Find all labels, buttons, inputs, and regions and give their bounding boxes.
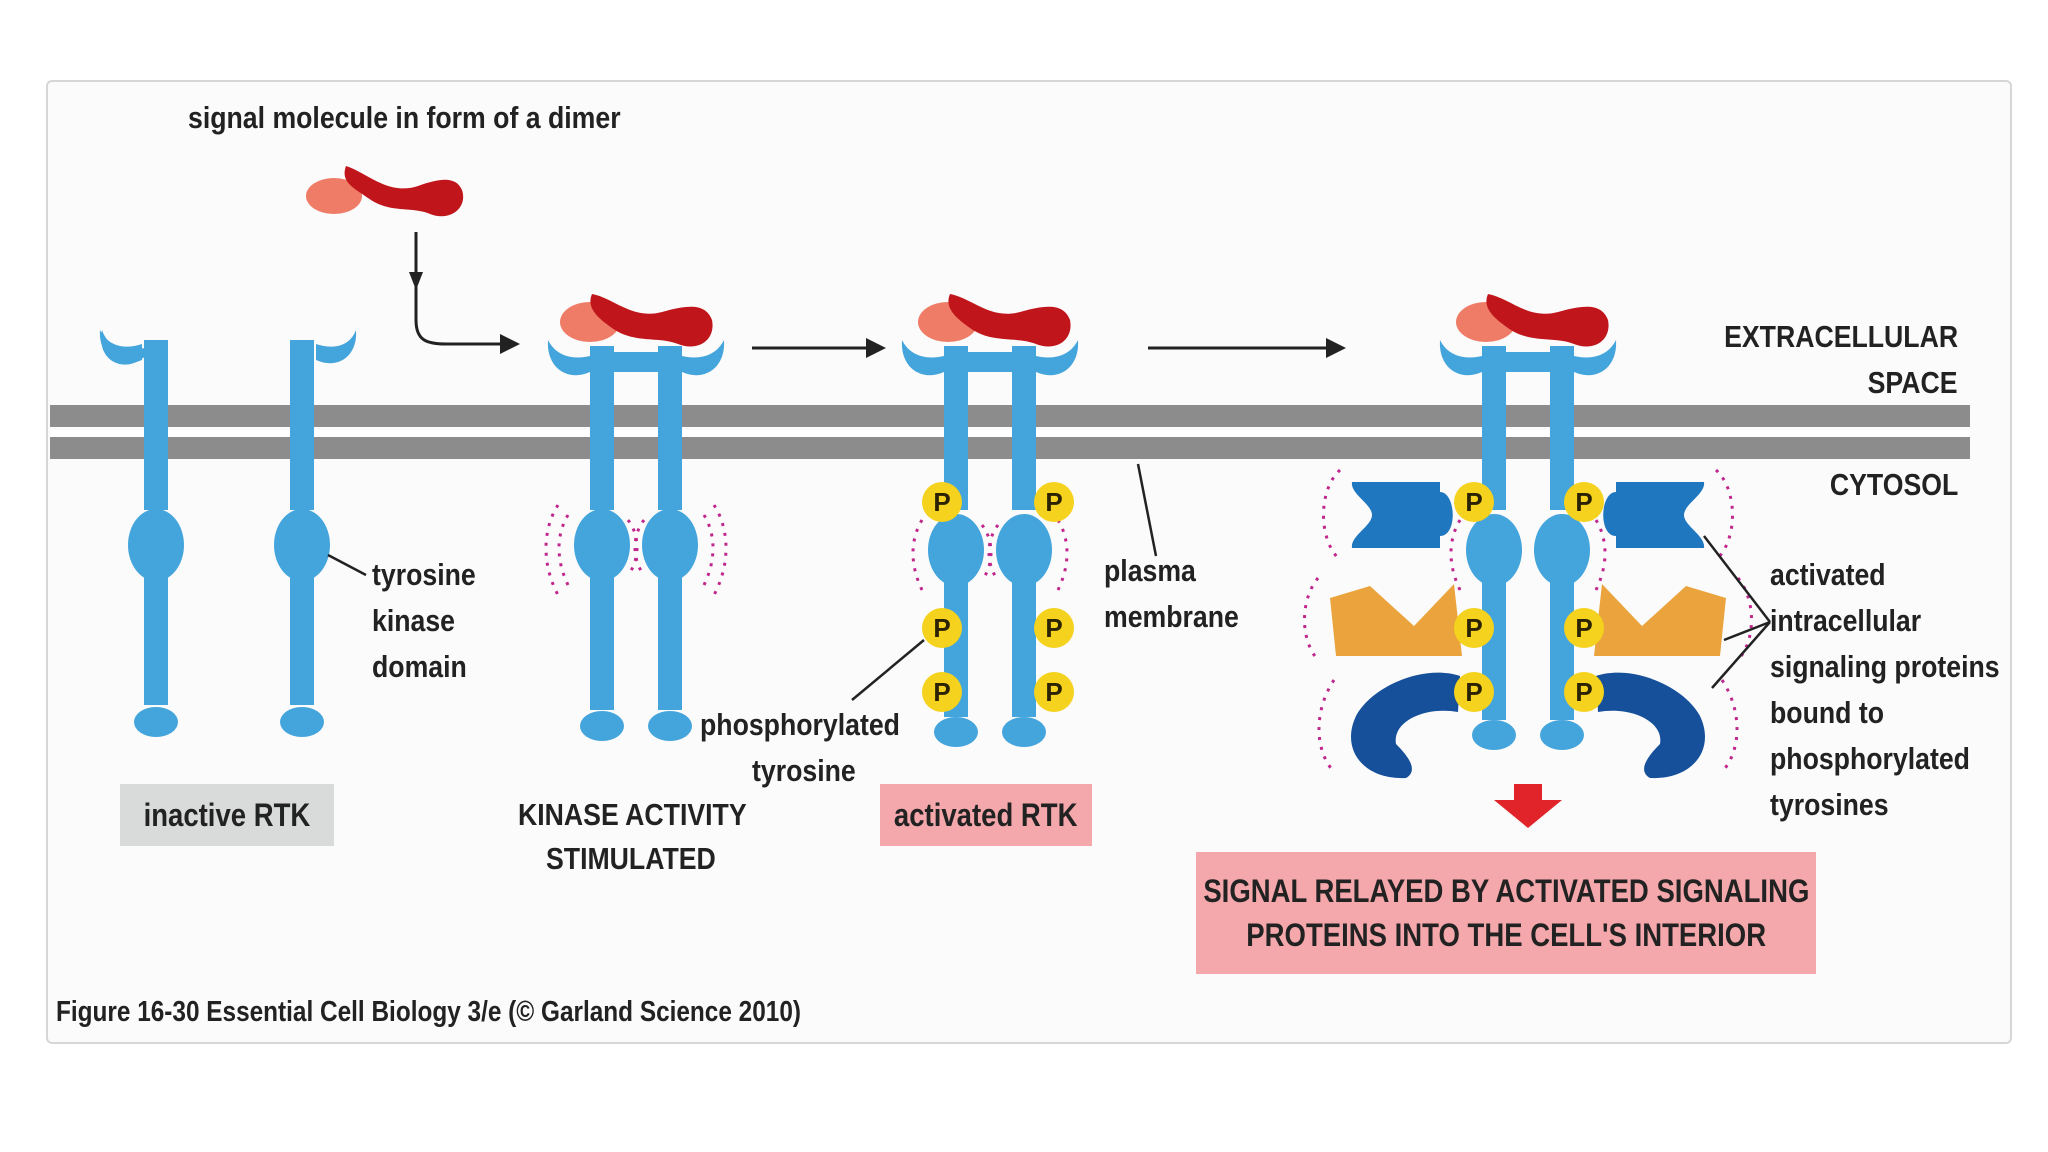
signaling-protein-orange [1330,584,1726,656]
signal-relayed-line-2: PROTEINS INTO THE CELL'S INTERIOR [1246,917,1766,953]
plasma-membrane [50,405,1970,459]
activated-proteins-label-4: bound to [1770,695,1885,730]
svg-text:P: P [933,487,950,517]
stage3-phosphotyrosines: P P P P P P [922,482,1074,712]
svg-text:P: P [1045,613,1062,643]
stage4-phosphotyrosines: P P P P P P [1454,482,1604,712]
plasma-membrane-pointer [1136,463,1158,557]
stage2-activation-marks [544,504,728,596]
activated-proteins-label-1: activated [1770,557,1886,592]
figure-caption: Figure 16-30 Essential Cell Biology 3/e … [56,996,801,1028]
activated-rtk-box: activated RTK [880,784,1092,846]
cytosol-label: CYTOSOL [1829,467,1958,502]
activated-proteins-label-3: signaling proteins [1770,649,2000,684]
svg-text:P: P [1575,677,1592,707]
stage2-bound-ligand [560,294,713,347]
stage4-activation-marks [1303,468,1753,774]
svg-text:P: P [1465,613,1482,643]
activated-rtk-label: activated RTK [894,797,1078,833]
arrowhead-stage2-3 [866,338,886,358]
phospho-circle: P [1564,608,1604,648]
kinase-activity-label-2: STIMULATED [546,841,716,876]
kinase-activity-label-1: KINASE ACTIVITY [518,797,747,832]
phospho-circle: P [922,672,962,712]
inactive-rtk-box: inactive RTK [120,784,334,846]
signal-relayed-box: SIGNAL RELAYED BY ACTIVATED SIGNALING PR… [1196,852,1816,974]
extracellular-label-2: SPACE [1868,365,1958,400]
arrowhead-stage3-4 [1326,338,1346,358]
signal-relayed-line-1: SIGNAL RELAYED BY ACTIVATED SIGNALING [1202,873,1810,909]
tkd-pointer [327,553,367,577]
plasma-membrane-label-1: plasma [1104,553,1196,588]
activated-proteins-label-5: phosphorylated [1770,741,1970,776]
svg-text:P: P [933,613,950,643]
stage4-bound-ligand [1456,294,1609,347]
tkd-label-2: kinase [372,603,456,638]
relay-arrow [1494,784,1562,828]
phospho-circle: P [1034,608,1074,648]
stage2-dimer-receptor [547,340,725,741]
phospho-circle: P [1454,672,1494,712]
activated-proteins-label-2: intracellular [1770,603,1922,638]
inactive-receptor-left [99,330,184,737]
inactive-rtk-monomers [99,330,357,737]
phospho-tyrosine-label-1: phosphorylated [700,707,900,742]
phospho-tyrosine-label-2: tyrosine [752,753,856,788]
signaling-protein-dark-blue [1351,672,1705,779]
signal-dimer [306,166,464,217]
svg-text:P: P [1575,487,1592,517]
svg-text:P: P [1465,487,1482,517]
signaling-protein-light-blue [1351,482,1705,548]
signal-down-arrowhead [409,272,423,290]
activated-proteins-label-6: tyrosines [1770,787,1889,822]
extracellular-label-1: EXTRACELLULAR [1723,319,1958,354]
svg-text:P: P [1465,677,1482,707]
phospho-circle: P [922,482,962,522]
phospho-circle: P [1564,482,1604,522]
plasma-membrane-label-2: membrane [1104,599,1239,634]
binding-arrow [414,232,508,346]
phospho-circle: P [922,608,962,648]
inactive-rtk-label: inactive RTK [143,797,311,833]
stage3-dimer-receptor [901,340,1079,747]
signal-molecule-label: signal molecule in form of a dimer [188,100,621,135]
binding-arrowhead [500,334,520,354]
tkd-label-1: tyrosine [372,557,476,592]
phospho-circle: P [1454,482,1494,522]
phospho-circle: P [1034,672,1074,712]
svg-text:P: P [1575,613,1592,643]
stage3-bound-ligand [918,294,1071,347]
phospho-circle: P [1564,672,1604,712]
phospho-circle: P [1454,608,1494,648]
phospho-circle: P [1034,482,1074,522]
phospho-tyrosine-pointer [851,639,925,701]
svg-text:P: P [1045,677,1062,707]
svg-text:P: P [933,677,950,707]
inactive-receptor-right [274,330,357,737]
signaling-proteins-pointers [1703,535,1771,689]
svg-text:P: P [1045,487,1062,517]
tkd-label-3: domain [372,649,467,684]
